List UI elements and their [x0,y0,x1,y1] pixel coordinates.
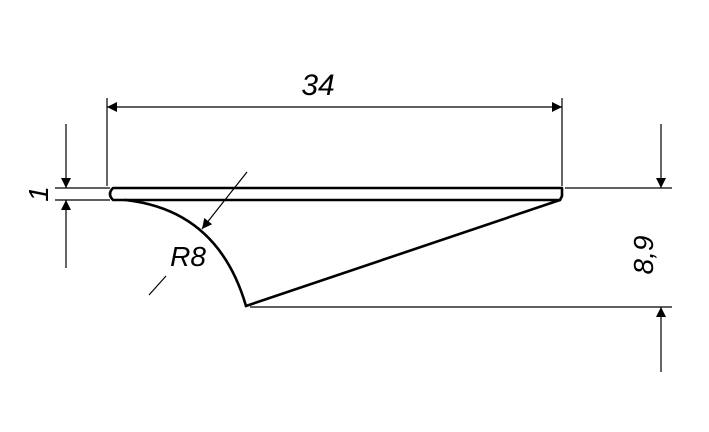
diagonal-edge [244,198,562,308]
radius-leader-line [201,171,248,230]
radius-arc [123,198,248,308]
dimension-label-34: 34 [301,69,334,102]
top-plate-outline [108,186,564,202]
dimension-34 [106,98,563,186]
radius-leader [148,171,248,296]
dimension-8-9 [250,124,672,372]
dimension-1 [55,124,110,268]
radius-label: R8 [170,241,206,272]
dimension-label-1: 1 [23,186,54,202]
radius-center-mark [148,275,167,296]
part-outline [108,186,564,308]
dimension-label-8-9: 8,9 [628,236,659,275]
